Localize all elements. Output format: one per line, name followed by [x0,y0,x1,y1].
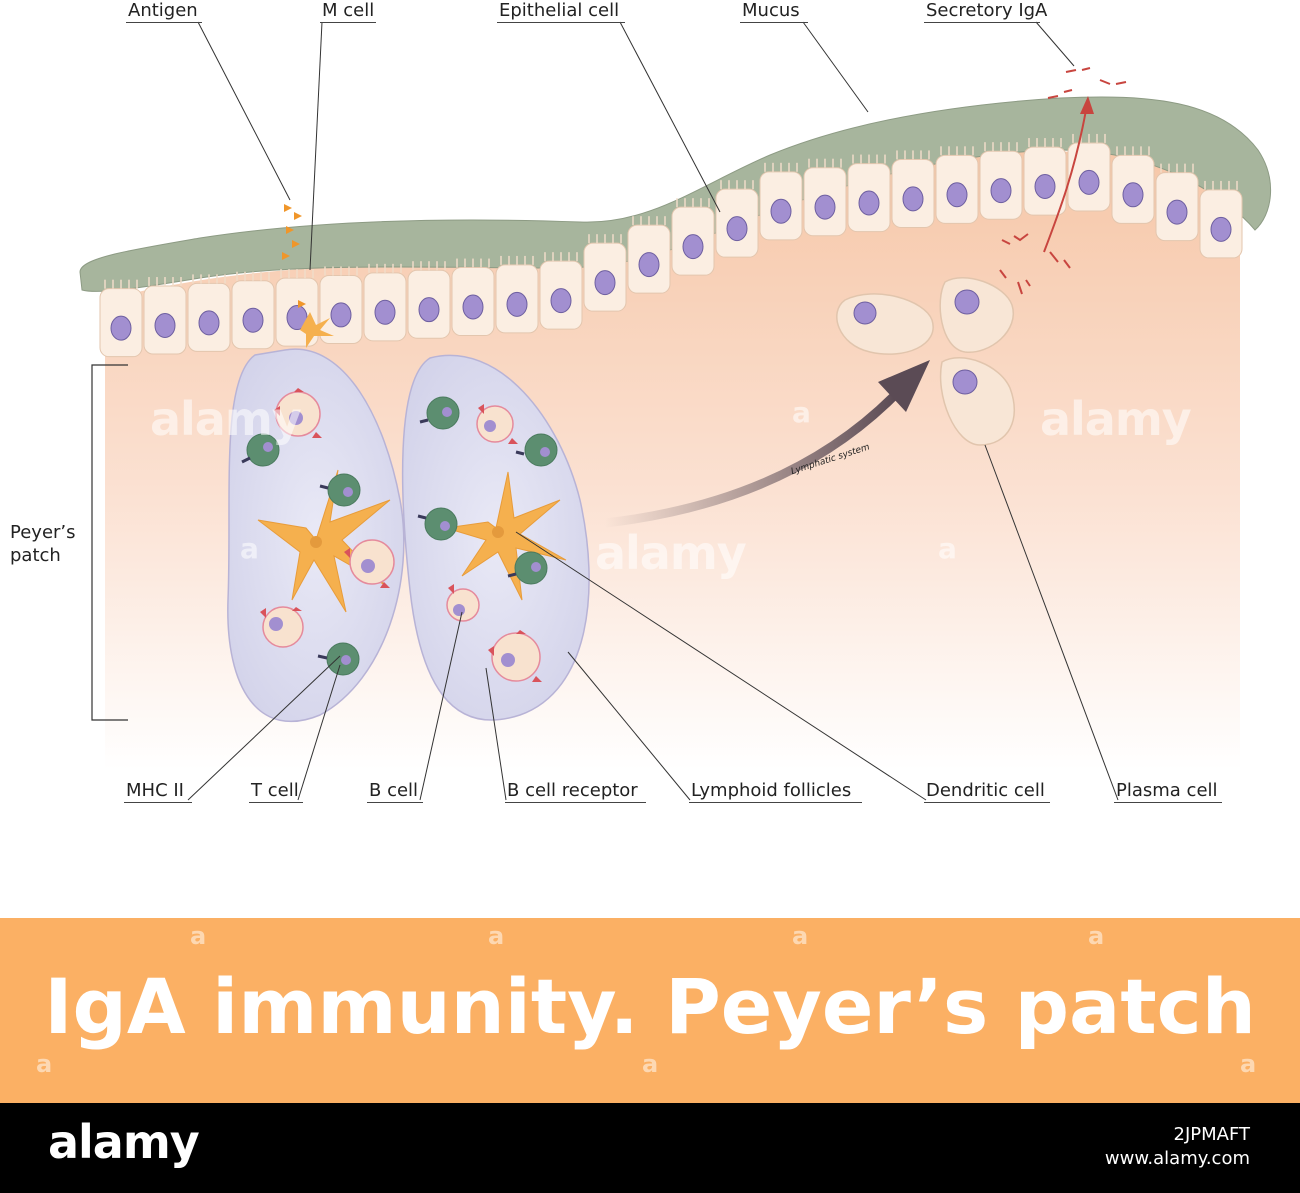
peyers-patch-bracket [91,364,128,721]
lymphatic-arrow [604,391,899,528]
epithelial-nucleus [726,216,748,242]
image-id: 2JPMAFT [1173,1124,1251,1145]
watermark-letter: a [36,1050,53,1078]
label-secretory-iga: Secretory IgA [924,0,1048,23]
label-mhc-ii: MHC II [124,780,192,803]
label-mucus: Mucus [740,0,808,23]
epithelial-nucleus [154,312,176,338]
epithelial-nucleus [374,299,396,325]
epithelial-nucleus [198,310,220,336]
secretion-arrow [1043,109,1087,253]
watermark-letter: a [792,922,809,950]
watermark-alamy-right: alamy [1040,392,1192,446]
epithelial-nucleus [110,315,132,341]
epithelial-nucleus [682,234,704,260]
watermark-letter: a [1240,1050,1257,1078]
watermark-letter: a [190,922,207,950]
lymphatic-arrowhead [878,360,930,412]
watermark-letter: a [488,922,505,950]
dendritic-cell-left[interactable] [257,469,391,613]
epithelial-nucleus [1078,169,1100,195]
epithelial-nucleus [902,186,924,212]
antigen-particles [282,204,306,308]
b-cell-receptors [260,388,542,682]
epithelial-nucleus [594,270,616,296]
dendritic-nucleus-right [492,526,504,538]
leader-lines [187,21,1119,801]
mhc-ii-markers [241,418,525,660]
epithelial-nucleus [550,288,572,314]
label-antigen: Antigen [126,0,202,23]
alamy-logo[interactable]: alamy [48,1115,200,1169]
dendritic-nucleus-left [310,536,322,548]
epithelial-nucleus [814,194,836,220]
label-peyers-patch-2: patch [10,545,61,566]
watermark-letter: a [240,532,259,565]
footer-bar: alamy 2JPMAFT www.alamy.com [0,1103,1300,1193]
site-url[interactable]: www.alamy.com [1104,1148,1250,1169]
epithelial-nucleus [946,182,968,208]
epithelial-cells [99,133,1243,358]
label-epithelial-cell: Epithelial cell [497,0,625,23]
title-banner: a a a a IgA immunity. Peyer’s patch a a … [0,918,1300,1103]
page-title: IgA immunity. Peyer’s patch [44,962,1256,1051]
watermark-letter: a [938,532,957,565]
diagram [79,21,1271,801]
label-t-cell: T cell [249,780,303,803]
watermark-letter: a [792,396,811,429]
label-b-cell-receptor: B cell receptor [505,780,646,803]
epithelial-nucleus [242,307,264,333]
b-cells[interactable] [262,391,541,682]
epithelial-nucleus [462,294,484,320]
image-id-block: 2JPMAFT www.alamy.com [1105,1123,1250,1171]
iga-antibodies [999,67,1127,295]
t-cells[interactable] [246,396,558,676]
epithelial-nucleus [858,190,880,216]
watermark-alamy-left: alamy [150,392,302,446]
label-peyers-patch-1: Peyer’s [10,522,76,543]
epithelial-nucleus [330,302,352,328]
label-dendritic-cell: Dendritic cell [924,780,1050,803]
epithelial-nucleus [1034,174,1056,200]
epithelial-nucleus [1210,216,1232,242]
label-lymphoid-follicles: Lymphoid follicles [689,780,862,803]
watermark-letter: a [1088,922,1105,950]
secretion-arrowhead [1080,96,1094,114]
epithelial-nucleus [418,297,440,323]
diagram-svg [79,21,1271,801]
epithelial-nucleus [990,178,1012,204]
watermark-letter: a [642,1050,659,1078]
watermark-alamy-center: alamy [595,526,747,580]
label-m-cell: M cell [320,0,376,23]
epithelial-nucleus [770,198,792,224]
m-cell-dendrite [300,312,334,348]
label-plasma-cell: Plasma cell [1114,780,1222,803]
plasma-cells[interactable] [836,277,1015,446]
label-b-cell: B cell [367,780,423,803]
epithelial-nucleus [506,291,528,317]
epithelial-nucleus [1122,182,1144,208]
epithelial-nucleus [638,252,660,278]
epithelial-nucleus [1166,199,1188,225]
